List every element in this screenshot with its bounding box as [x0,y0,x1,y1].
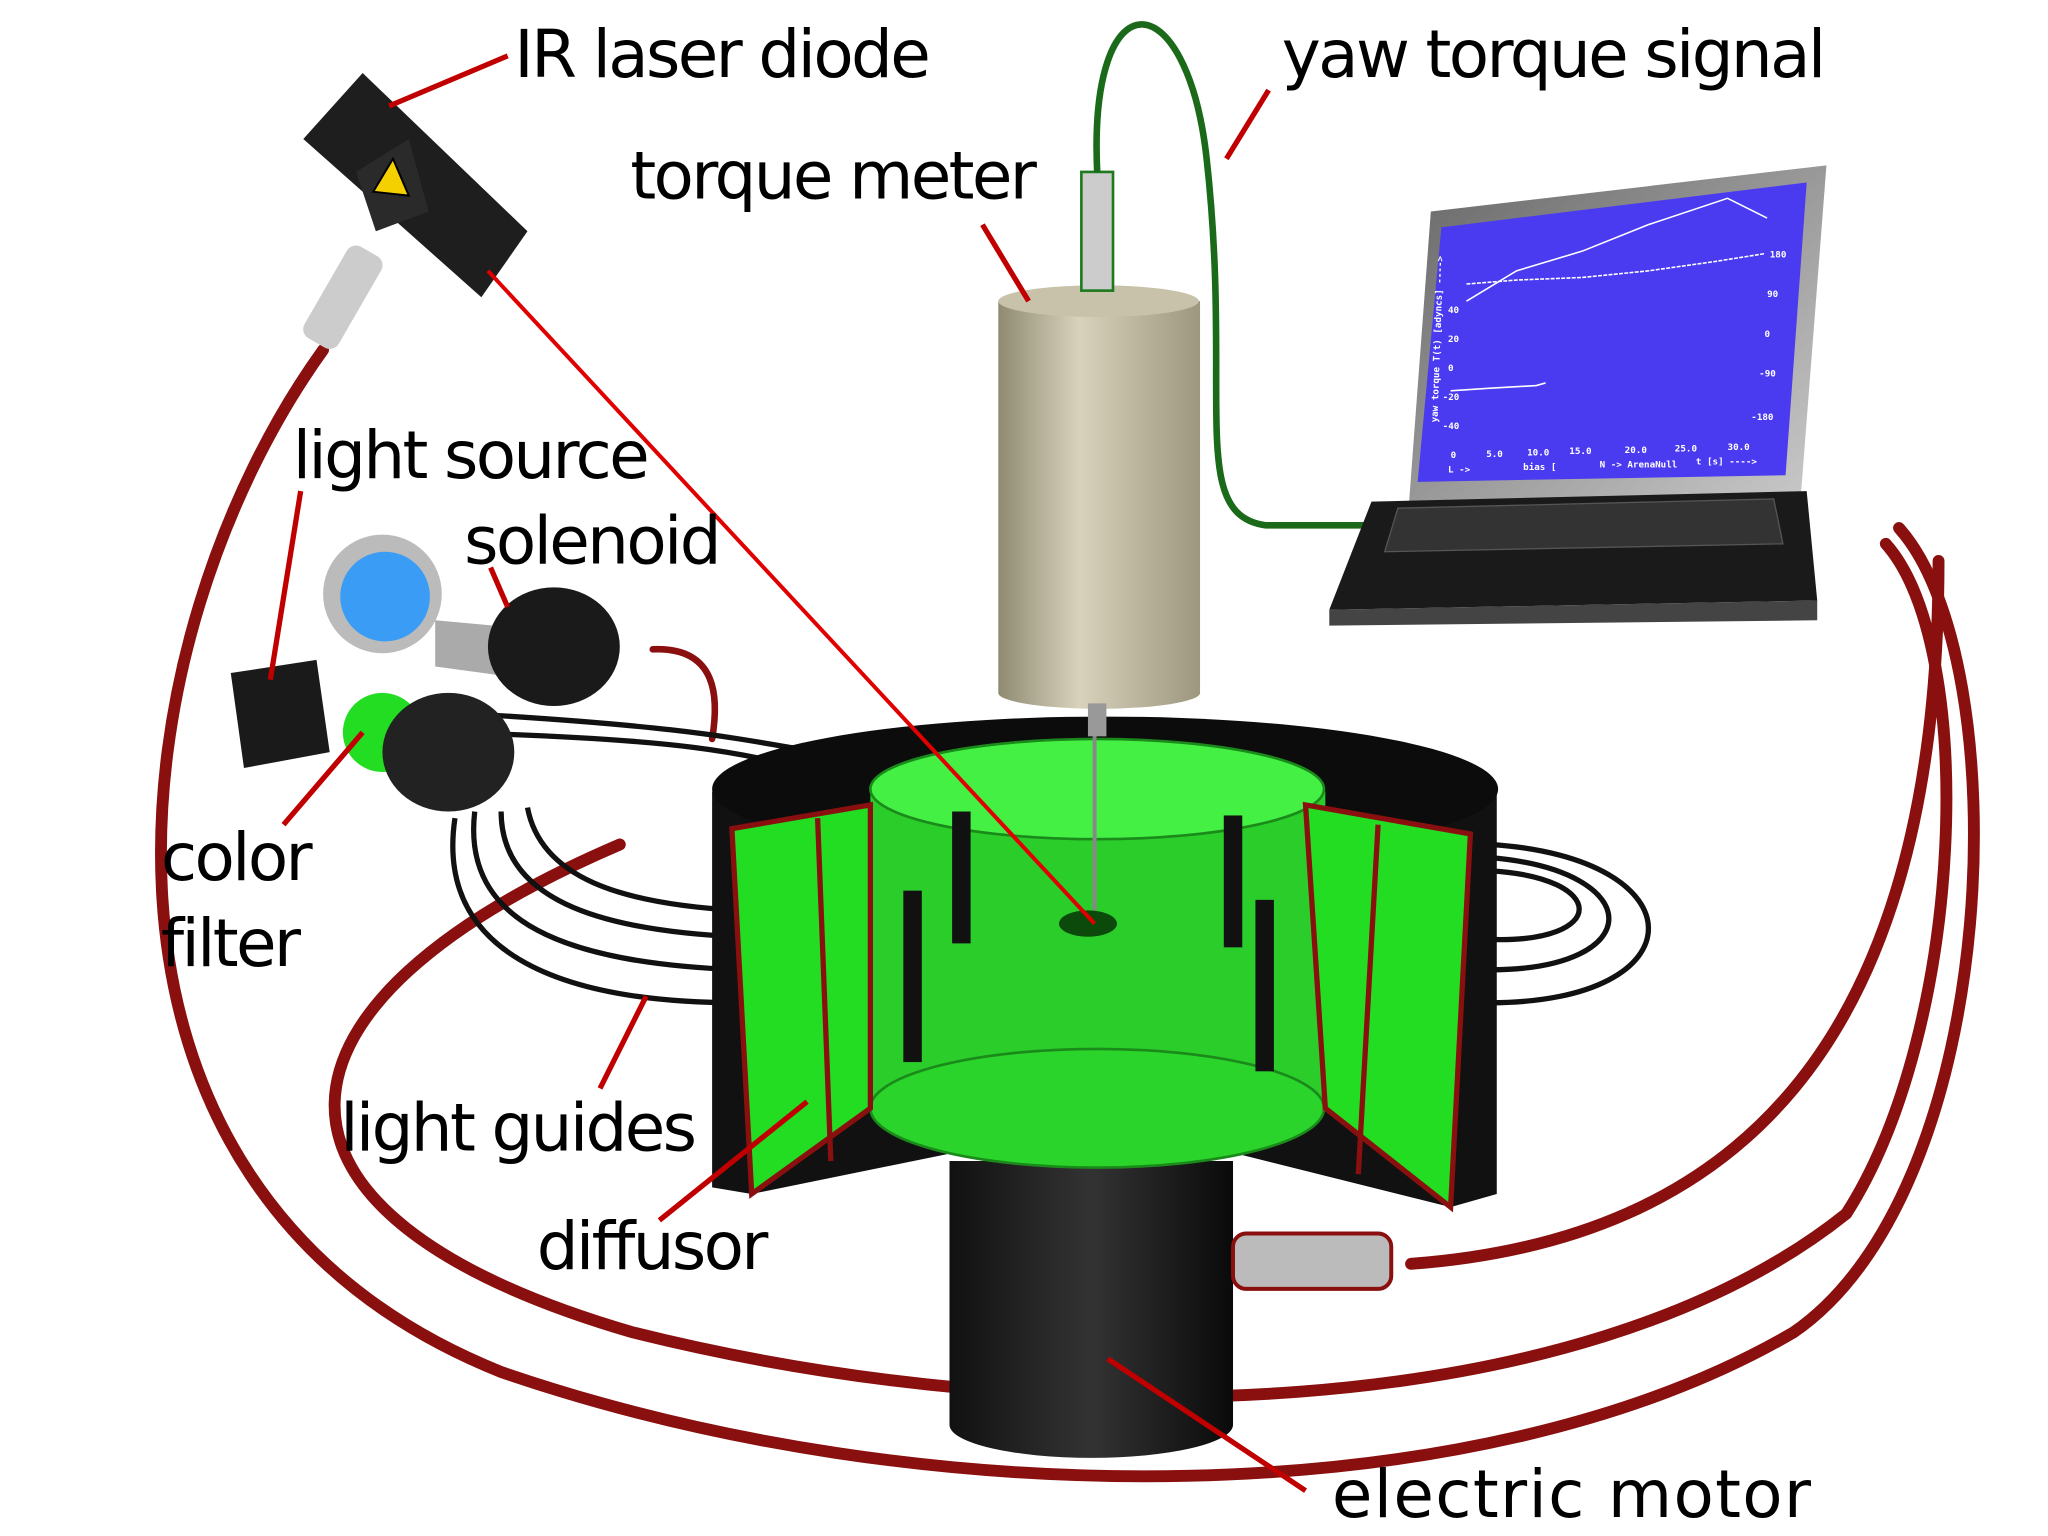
solenoid [487,587,620,707]
screen-tick: -20 [1443,392,1460,403]
screen-tick: 0 [1451,450,1457,461]
ir-laser-diode [303,73,528,349]
label-color-filter-2: filter [161,905,302,982]
color-filter-blue [340,551,430,642]
screen-tick: -40 [1443,421,1460,432]
screen-tick: 90 [1767,289,1778,300]
label-color-filter-1: color [161,819,314,896]
screen-tick: 180 [1770,250,1787,261]
label-diffusor: diffusor [537,1208,770,1285]
label-solenoid: solenoid [464,503,719,580]
label-light-guides: light guides [340,1089,694,1166]
laser-warning-icon [371,156,411,197]
torque-meter [998,170,1201,737]
label-ir-laser-diode: IR laser diode [514,16,928,93]
motor-connector [1231,1231,1394,1291]
screen-tick: 5.0 [1486,449,1503,460]
arena [712,712,1499,1213]
screen-tick: 0 [1448,363,1454,374]
label-torque-meter: torque meter [630,137,1037,214]
light-guides [448,709,1652,1006]
label-light-source: light source [293,417,647,494]
screen-footer: bias [ [1523,462,1556,473]
leader-lines [267,53,1308,1493]
laptop-screen [1417,182,1807,482]
label-yaw-torque-signal: yaw torque signal [1282,16,1824,93]
screen-tick: 30.0 [1728,442,1750,453]
screen-footer: L -> [1448,465,1471,476]
screen-tick: 15.0 [1569,446,1591,457]
screen-tick: -180 [1751,412,1773,423]
screen-footer: t [s] ----> [1696,457,1758,468]
screen-tick: 20 [1448,334,1459,345]
screen-tick: 25.0 [1675,444,1697,455]
screen-tick: -90 [1759,368,1776,379]
laser-beam [486,269,1097,925]
screen-tick: 10.0 [1527,447,1549,458]
keyboard [1383,498,1784,553]
electric-motor [949,1160,1394,1458]
yaw-torque-signal-cable [1093,21,1372,529]
fly [1058,910,1117,937]
screen-tick: 20.0 [1625,445,1647,456]
screen-footer: N -> ArenaNull [1600,459,1678,470]
label-electric-motor: electric motor [1332,1456,1812,1533]
laptop: yaw torque T(t) [adyncs] ----> 40 20 0 -… [1329,165,1827,626]
screen-tick: 40 [1448,305,1459,316]
screen-tick: 0 [1764,329,1770,340]
light-source [230,534,620,812]
